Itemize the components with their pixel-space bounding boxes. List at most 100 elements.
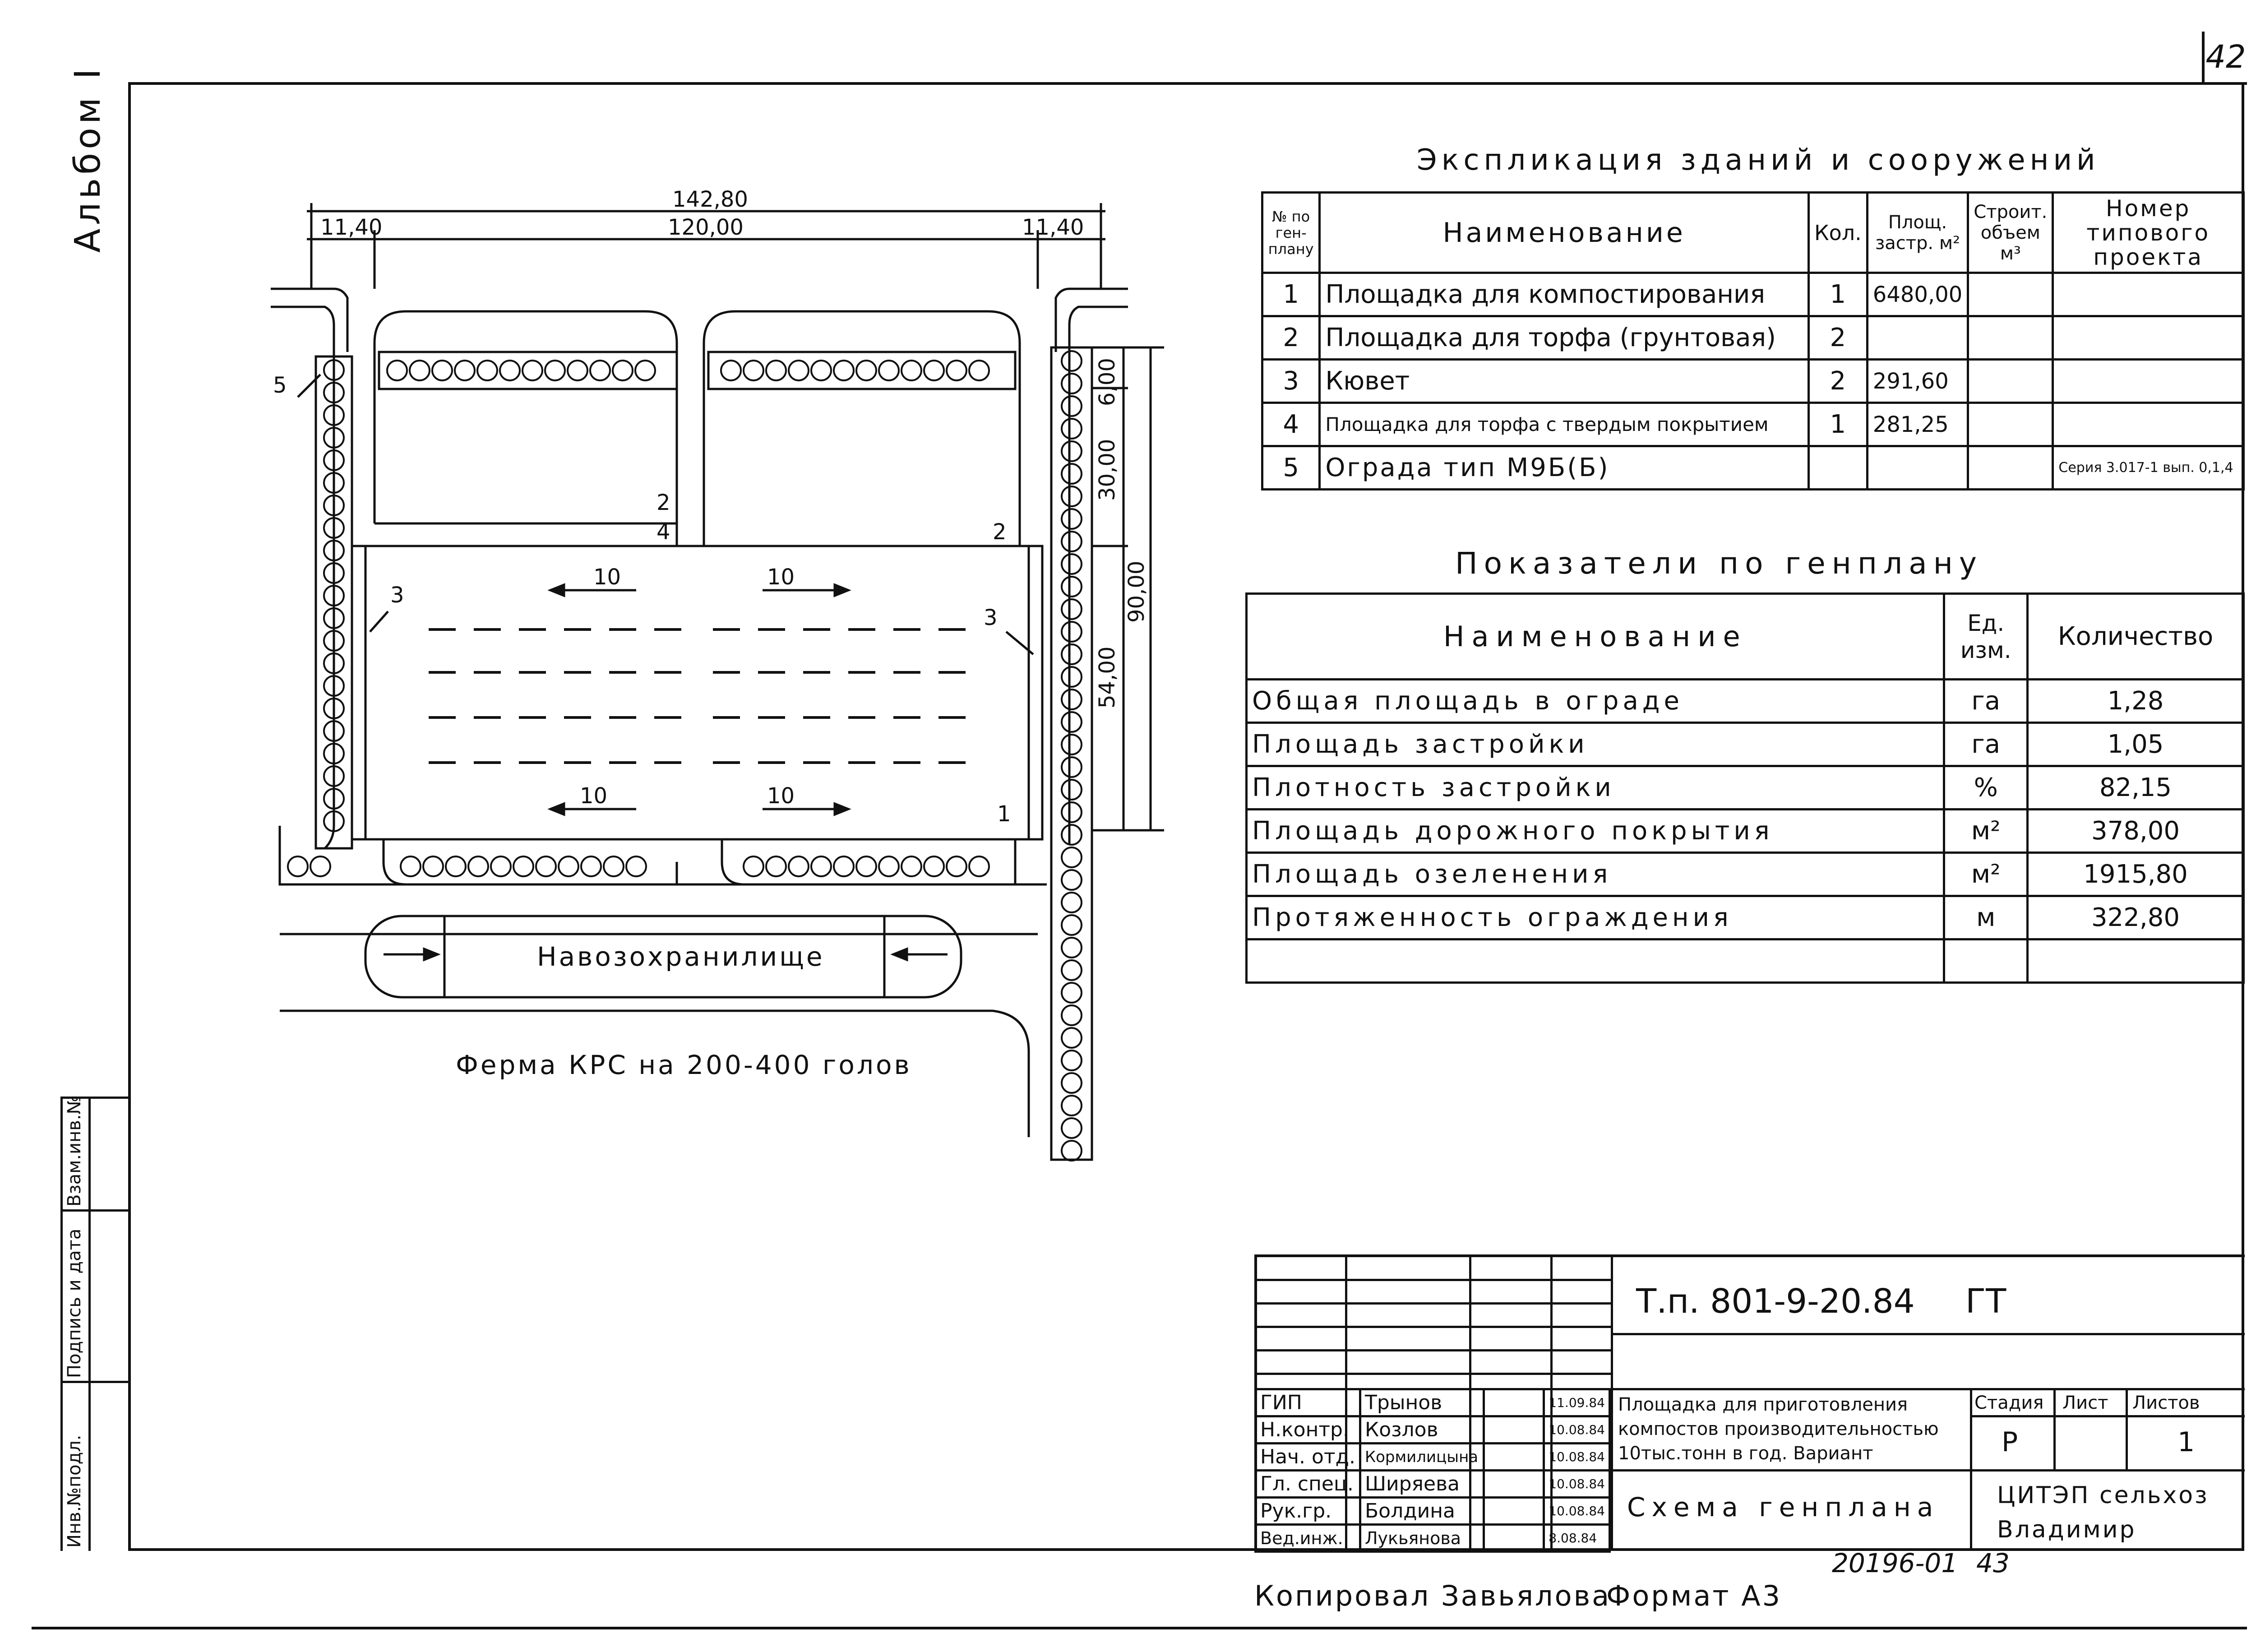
plan-caption: Ферма КРС на 200-400 голов [456, 1050, 912, 1080]
drawing-mark: ГТ [1965, 1282, 2006, 1321]
table-row: Площадь дорожного покрытия м² 378,00 [1245, 808, 2245, 854]
dim-v4: 90,00 [1124, 561, 1149, 623]
object-name: Площадка для приготовления компостов про… [1618, 1394, 1939, 1464]
leader-line [369, 611, 389, 633]
dim-v3: 54,00 [1095, 647, 1120, 708]
grid-line [1257, 1373, 1611, 1375]
composting-platform [351, 545, 1044, 841]
green-strip-top-left [378, 351, 678, 390]
slope-label: 10 [767, 783, 795, 809]
grid-line [1257, 1279, 1611, 1281]
dim-left: 11,40 [320, 215, 382, 240]
copied-by: Копировал Завьялова [1254, 1579, 1611, 1612]
stage-header: Стадия [1974, 1393, 2044, 1413]
explication-table: № по ген-плану Наименование Кол. Площ. з… [1261, 191, 2245, 491]
grid-line [1611, 1388, 2245, 1390]
slope-label: 10 [580, 783, 607, 809]
stamp-signature-date: Подпись и дата [64, 1228, 85, 1378]
peat-yard-left [373, 310, 678, 546]
table-row: 1 Площадка для компостирования 1 6480,00 [1261, 272, 2245, 317]
grid-line [1257, 1326, 1611, 1328]
project-code: Т.п. 801-9-20.84 [1636, 1282, 1915, 1321]
mark-1: 1 [997, 801, 1011, 827]
indicators-title: Показатели по генплану [1455, 546, 1983, 581]
stamp-line [60, 1381, 128, 1383]
col-header-volume: Строит. объем м³ [1967, 191, 2054, 274]
leader-line [1005, 631, 1034, 655]
page-number: 43 [1976, 1548, 2010, 1578]
mark-3: 3 [390, 583, 404, 608]
road-outline [271, 305, 335, 850]
col-header-project: Номер типового проекта [2052, 191, 2245, 274]
table-row: Общая площадь в ограде га 1,28 [1245, 678, 2245, 724]
mark-5: 5 [273, 373, 287, 398]
table-row: 5 Ограда тип М9Б(Б) Серия 3.017-1 вып. 0… [1261, 445, 2245, 491]
stamp-line [60, 1097, 63, 1551]
slope-label: 10 [593, 565, 621, 590]
explication-title: Экспликация зданий и сооружений [1417, 143, 2100, 177]
col-header-qty: Количество [2026, 592, 2245, 680]
road-outline [278, 826, 1047, 886]
sheets-value: 1 [2177, 1426, 2195, 1458]
grid-line [1611, 1469, 2245, 1472]
tree-circles [287, 350, 1082, 1161]
organization: ЦИТЭП сельхоз Владимир [1997, 1482, 2209, 1543]
manure-storage-label: Навозохранилище [537, 941, 825, 972]
green-strip-top-right [707, 351, 1017, 390]
signature [1483, 1442, 1545, 1472]
road-outline [280, 1009, 1030, 1137]
grid-line [1611, 1333, 2245, 1335]
col-header-name: Наименование [1318, 191, 1810, 274]
road-outline [1068, 305, 1128, 844]
dim-total: 142,80 [672, 187, 748, 212]
table-row: Площадь озеленения м² 1915,80 [1245, 851, 2245, 897]
grid-line [2126, 1388, 2128, 1469]
green-strip-bottom-left [382, 839, 678, 886]
grid-line [1611, 1257, 1613, 1551]
peat-yard-right [703, 310, 1021, 546]
mark-3: 3 [984, 605, 998, 630]
grid-line [2053, 1388, 2056, 1469]
sheet-header: Лист [2062, 1393, 2108, 1413]
dim-v2: 30,00 [1095, 439, 1120, 501]
sheets-header: Листов [2132, 1393, 2200, 1413]
col-header-qty: Кол. [1807, 191, 1868, 274]
dim-right: 11,40 [1022, 215, 1084, 240]
grid-line [1970, 1415, 2245, 1417]
col-header-num: № по ген-плану [1261, 191, 1321, 274]
signature [1483, 1469, 1545, 1499]
bottom-rule [32, 1627, 2247, 1629]
signature [1483, 1388, 1545, 1417]
signature [1483, 1415, 1545, 1444]
table-row: Площадь застройки га 1,05 [1245, 722, 2245, 767]
table-row-empty [1245, 938, 2245, 984]
table-row: Плотность застройки % 82,15 [1245, 765, 2245, 810]
stage-value: Р [2002, 1426, 2018, 1458]
grid-line [1970, 1388, 1972, 1551]
dim-v1: 6,00 [1095, 358, 1120, 406]
table-row: Протяженность ограждения м 322,80 [1245, 895, 2245, 940]
site-plan: 142,80 11,40 120,00 11,40 10 10 10 10 5 … [271, 187, 1164, 1161]
table-row: 4 Площадка для торфа с твердым покрытием… [1261, 402, 2245, 447]
paper-format: Формат А3 [1606, 1579, 1782, 1612]
road-outline [271, 287, 1128, 352]
stamp-inv-original: Инв.№подл. [64, 1435, 85, 1548]
left-stamp: Инв.№подл. Подпись и дата Взам.инв.№ [60, 1096, 128, 1551]
col-header-unit: Ед. изм. [1943, 592, 2029, 680]
compost-windrows [429, 628, 966, 764]
dim-mid: 120,00 [668, 215, 744, 240]
signature [1483, 1496, 1545, 1526]
mark-4: 4 [656, 519, 670, 545]
table-row: 3 Кювет 2 291,60 [1261, 358, 2245, 404]
stamp-line [60, 1097, 128, 1099]
manure-storage [364, 915, 962, 999]
stamp-line [88, 1097, 91, 1551]
